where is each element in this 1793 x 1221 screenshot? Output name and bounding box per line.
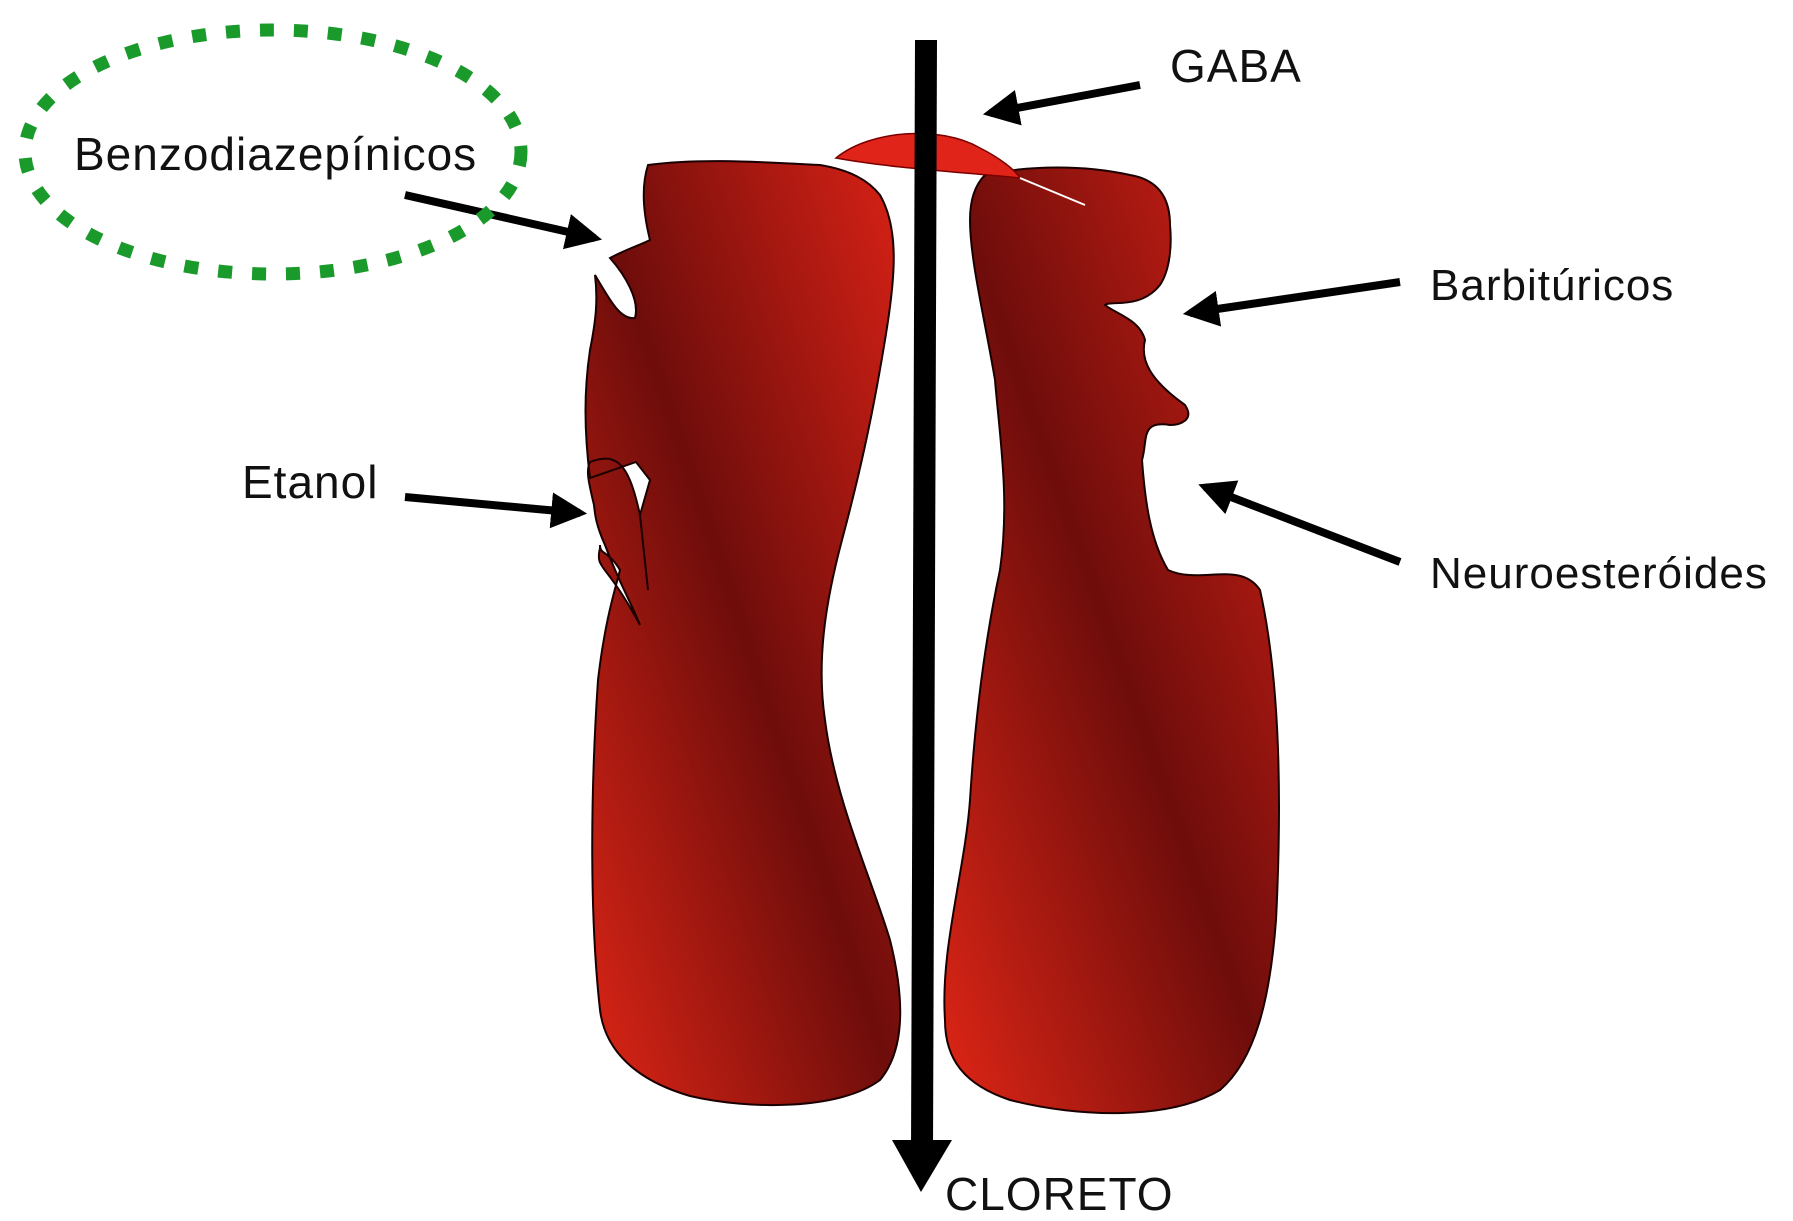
label-cloreto: CLORETO: [945, 1168, 1174, 1220]
barbituricos-arrow: [1190, 282, 1400, 313]
neuroesteroides-arrow: [1205, 487, 1400, 562]
label-benzodiazepinicos: Benzodiazepínicos: [74, 128, 477, 180]
label-etanol: Etanol: [242, 456, 378, 508]
etanol-arrow: [405, 497, 580, 513]
receptor-subunit-left: [586, 161, 901, 1105]
label-gaba: GABA: [1170, 40, 1302, 92]
chloride-flow-arrowhead: [892, 1140, 952, 1192]
chloride-flow-line: [922, 40, 926, 1150]
gaba-arrow: [990, 85, 1140, 113]
label-neuroesteroides: Neuroesteróides: [1430, 549, 1768, 598]
label-barbituricos: Barbitúricos: [1430, 261, 1674, 310]
benzodiazepinicos-arrow: [405, 195, 595, 238]
